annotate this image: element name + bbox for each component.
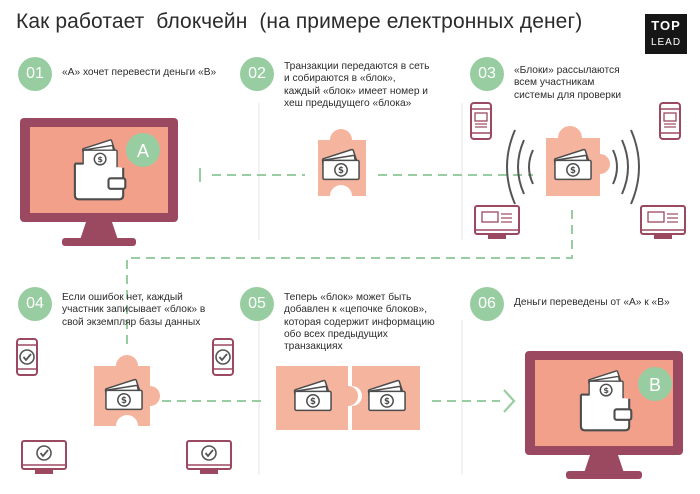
block-chain: [276, 366, 420, 430]
brand-logo: TOP LEAD: [645, 14, 687, 54]
step-number-4: 04: [18, 287, 52, 321]
step-text-1: «А» хочет перевести деньги «В»: [62, 67, 217, 78]
step-text-4: Если ошибок нет, каждый участник записыв…: [62, 292, 206, 328]
signal-waves-icon: [506, 129, 640, 205]
step-text-5: Теперь «блок» может быть добавлен к «цеп…: [284, 292, 435, 353]
receiver-monitor: B: [525, 351, 683, 479]
broadcast-block: [470, 102, 686, 240]
phone-icon: [659, 102, 681, 140]
sender-label: A: [137, 141, 149, 161]
step-number-3: 03: [470, 57, 504, 91]
monitor-check-icon: [186, 440, 232, 475]
step-text-6: Деньги переведены от «А» к «В»: [514, 297, 670, 308]
phone-check-icon: [16, 338, 38, 376]
monitor-icon: [640, 205, 686, 240]
step-number-5: 05: [240, 287, 274, 321]
step-text-3: «Блоки» рассылаются всем участникам сист…: [514, 65, 622, 101]
flow-path: [126, 174, 573, 402]
receiver-badge: [638, 367, 672, 401]
flow-arrow-icon: [503, 389, 516, 413]
logo-line-1: TOP: [651, 18, 681, 33]
logo-line-2: LEAD: [650, 37, 682, 48]
sender-badge: [126, 133, 160, 167]
monitor-icon: [474, 205, 520, 240]
sender-monitor: A: [20, 118, 178, 246]
page-title: Как работает блокчейн (на примере електр…: [16, 10, 583, 33]
monitor-check-icon: [21, 440, 67, 475]
step-number-1: 01: [18, 57, 52, 91]
phone-icon: [470, 102, 492, 140]
receiver-label: B: [649, 375, 661, 395]
step-number-6: 06: [470, 287, 504, 321]
step-text-2: Транзакции передаются в сеть и собираютс…: [284, 61, 430, 109]
verified-block: [16, 338, 234, 475]
phone-check-icon: [212, 338, 234, 376]
block-puzzle: [318, 129, 366, 196]
column-dividers: [258, 103, 463, 475]
step-number-2: 02: [240, 57, 274, 91]
